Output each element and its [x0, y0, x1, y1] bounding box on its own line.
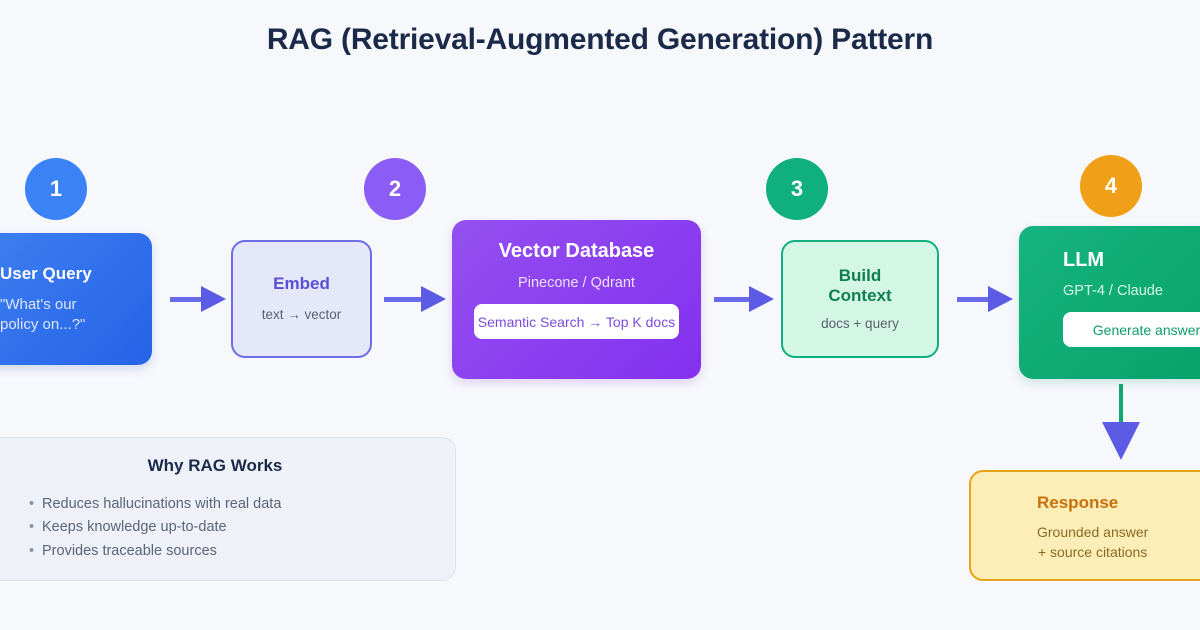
node-vector-database[interactable]: Vector Database Pinecone / Qdrant Semant…: [452, 220, 701, 379]
why-rag-works-panel: Why RAG Works Reduces hallucinations wit…: [0, 437, 456, 581]
arrow-user-query-to-embed: [170, 286, 226, 312]
semantic-search-pill[interactable]: Semantic Search → Top K docs: [474, 304, 679, 340]
node-embed[interactable]: Embed text → vector: [231, 240, 372, 358]
node-user-query-subtitle-line2: policy on...?": [0, 315, 86, 333]
node-user-query-title: User Query: [0, 263, 92, 283]
why-rag-works-title: Why RAG Works: [147, 456, 283, 475]
arrow-shaft: [714, 296, 749, 302]
node-build-context-title: Build Context: [828, 266, 891, 306]
step-circle-3: 3: [766, 158, 828, 220]
arrow-head-icon: [201, 286, 226, 312]
arrow-build-context-to-llm: [957, 286, 1013, 312]
step-number-4: 4: [1104, 173, 1118, 198]
node-user-query-subtitle: "What's our policy on...?": [0, 295, 85, 334]
arrow-head-icon: [421, 286, 446, 312]
step-number-3: 3: [790, 176, 804, 201]
step-circle-1: 1: [25, 158, 87, 220]
arrow-shaft: [957, 296, 988, 302]
node-build-context-title-line1: Build: [838, 265, 882, 285]
arrow-embed-to-vector-database: [384, 286, 446, 312]
node-llm[interactable]: LLM GPT-4 / Claude Generate answer: [1019, 226, 1200, 379]
node-embed-title: Embed: [273, 274, 330, 294]
step-number-2: 2: [388, 176, 402, 201]
node-build-context-subtitle: docs + query: [821, 315, 899, 331]
step-number-1: 1: [49, 176, 63, 201]
list-item: Reduces hallucinations with real data: [29, 493, 429, 517]
node-user-query-subtitle-line1: "What's our: [0, 296, 77, 314]
node-response-subtitle-line2: + source citations: [1037, 544, 1148, 561]
node-vector-database-title: Vector Database: [498, 240, 655, 262]
node-response[interactable]: Response Grounded answer + source citati…: [969, 470, 1200, 581]
node-embed-subtitle: text → vector: [261, 307, 342, 323]
step-circle-4: 4: [1080, 155, 1142, 217]
node-response-title: Response: [1037, 493, 1119, 512]
node-response-subtitle: Grounded answer + source citations: [1037, 522, 1148, 563]
arrow-shaft-vertical: [1118, 384, 1124, 428]
list-item: Provides traceable sources: [29, 540, 429, 564]
node-llm-title: LLM: [1063, 249, 1105, 271]
page-title: RAG (Retrieval-Augmented Generation) Pat…: [266, 23, 934, 56]
arrow-shaft: [384, 296, 421, 302]
arrow-vector-database-to-build-context: [714, 286, 774, 312]
step-circle-2: 2: [364, 158, 426, 220]
arrow-head-down-icon: [1102, 422, 1140, 460]
arrow-shaft: [170, 296, 201, 302]
arrow-head-icon: [988, 286, 1013, 312]
arrow-llm-to-response: [1102, 384, 1140, 468]
arrow-head-icon: [749, 286, 774, 312]
generate-answer-pill[interactable]: Generate answer: [1063, 312, 1200, 348]
node-llm-subtitle: GPT-4 / Claude: [1063, 282, 1163, 299]
why-rag-works-list: Reduces hallucinations with real data Ke…: [29, 493, 429, 564]
node-response-subtitle-line1: Grounded answer: [1037, 524, 1149, 541]
node-user-query[interactable]: User Query "What's our policy on...?": [0, 233, 152, 365]
node-vector-database-subtitle: Pinecone / Qdrant: [518, 274, 635, 291]
node-build-context-title-line2: Context: [828, 285, 892, 305]
node-build-context[interactable]: Build Context docs + query: [781, 240, 939, 358]
list-item: Keeps knowledge up-to-date: [29, 516, 429, 540]
